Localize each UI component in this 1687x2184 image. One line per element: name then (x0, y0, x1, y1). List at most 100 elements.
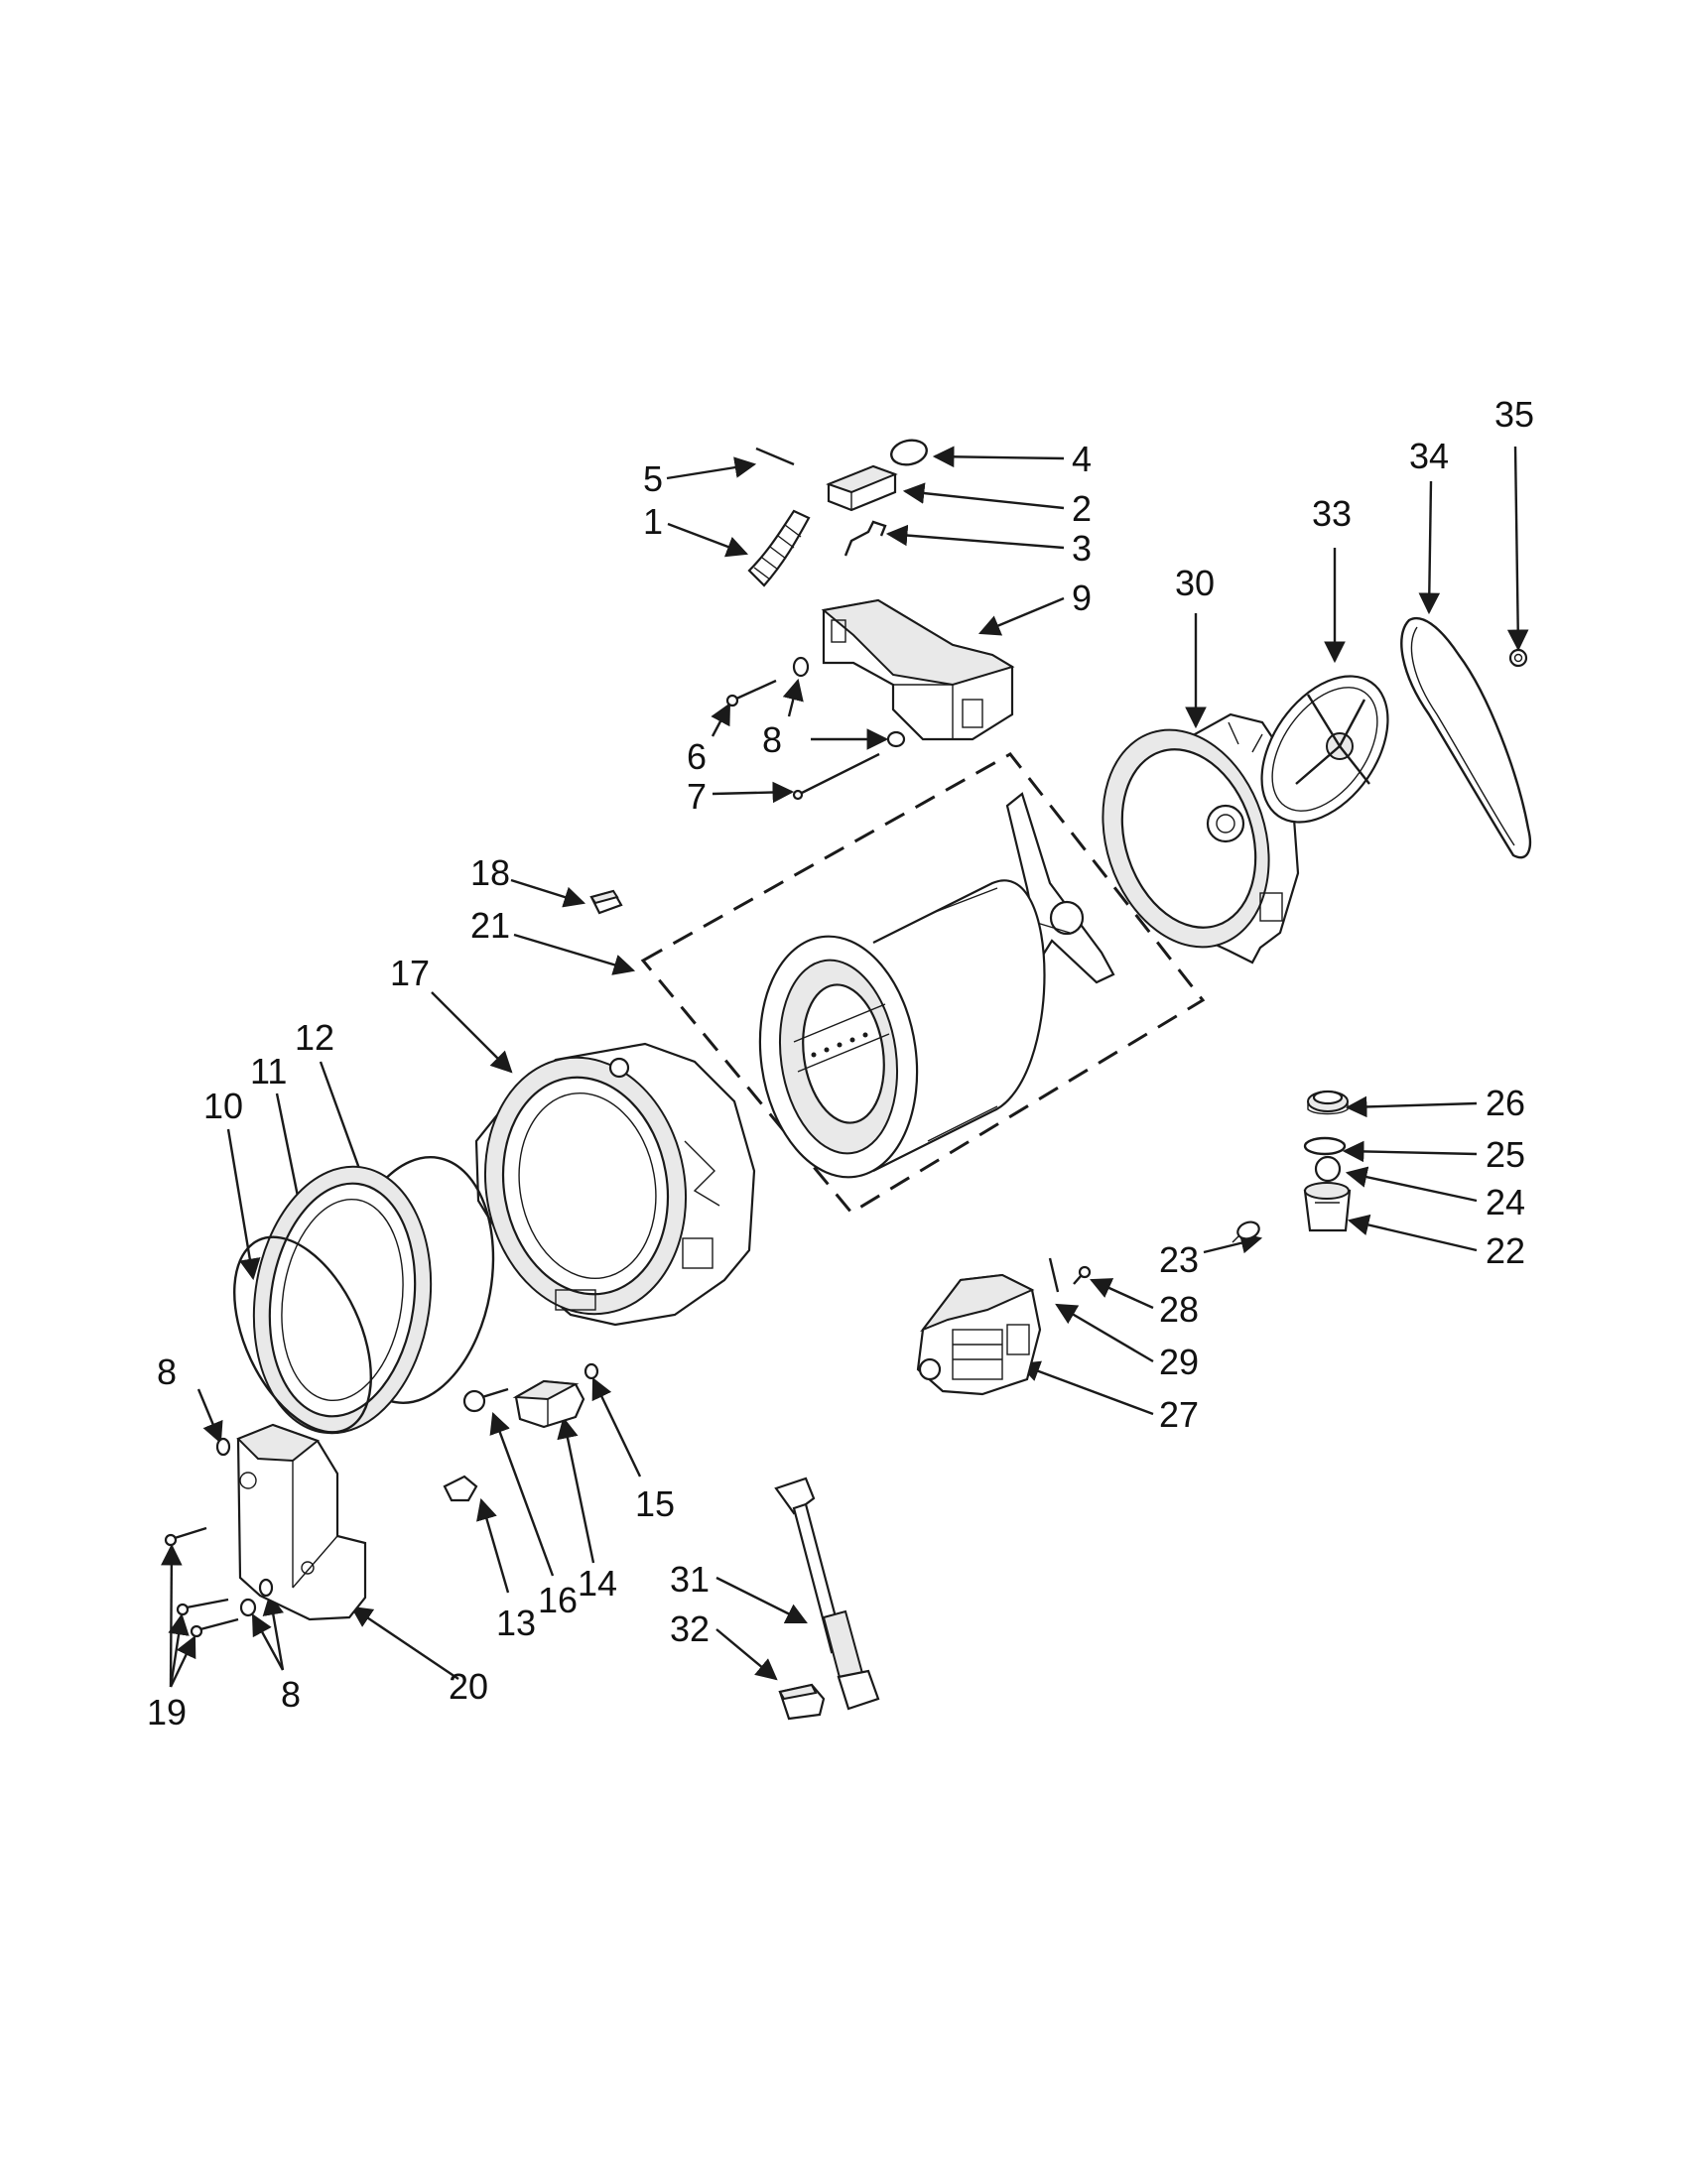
clamp-ring-part-10 (233, 1235, 372, 1434)
counterweight-part-20 (236, 1423, 367, 1621)
callout-labels: 5 4 2 3 1 9 6 8 7 30 33 34 35 18 21 17 1… (147, 394, 1534, 1733)
callout-33: 33 (1312, 493, 1352, 534)
ball-part-24 (1314, 1155, 1342, 1183)
callout-4: 4 (1072, 439, 1092, 479)
rear-tub-part-30 (1102, 712, 1300, 964)
leader-22 (1347, 1214, 1478, 1252)
clip-part-18 (589, 889, 623, 915)
bolt-part-16 (462, 1387, 509, 1413)
bolts-part-19 (164, 1526, 239, 1638)
leader-8-bottom-b (262, 1593, 285, 1671)
callout-12: 12 (295, 1017, 334, 1058)
leader-16 (489, 1411, 555, 1577)
pin-part-29 (1048, 1257, 1060, 1293)
wire-clip-part-3 (844, 520, 887, 557)
callout-34: 34 (1409, 436, 1449, 476)
drive-belt-inner-edge (1410, 626, 1515, 846)
callout-21: 21 (470, 905, 510, 946)
nut-part-35 (1508, 648, 1528, 668)
washer-part-8-top-b (886, 730, 906, 748)
callout-29: 29 (1159, 1342, 1199, 1382)
leader-lines (161, 446, 1529, 1688)
leader-9 (978, 596, 1065, 636)
leader-23 (1203, 1232, 1263, 1254)
callout-16: 16 (538, 1580, 578, 1620)
leader-5 (666, 456, 757, 480)
front-tub-part-17 (474, 1042, 756, 1327)
leader-1 (667, 522, 749, 558)
leader-34 (1418, 480, 1441, 615)
callout-2: 2 (1072, 488, 1092, 529)
leader-19-c (169, 1635, 196, 1688)
leader-29 (1055, 1303, 1154, 1363)
screw-part-28 (1073, 1265, 1092, 1285)
leader-14 (557, 1416, 595, 1564)
leader-24 (1345, 1166, 1478, 1203)
clip-part-32 (778, 1683, 826, 1721)
leader-26 (1345, 1095, 1478, 1118)
callout-22: 22 (1486, 1230, 1525, 1271)
pulley-part-33 (1260, 675, 1389, 824)
wash-basket-drum (758, 879, 1046, 1179)
callout-32: 32 (670, 1608, 710, 1649)
leader-17 (431, 991, 513, 1074)
leader-35 (1506, 446, 1529, 652)
clamp-part-23 (1232, 1220, 1260, 1243)
washer-part-15 (584, 1362, 599, 1380)
shock-absorber-part-31 (774, 1477, 880, 1711)
callout-10: 10 (203, 1086, 243, 1126)
callout-19: 19 (147, 1692, 187, 1733)
callout-8-top: 8 (762, 719, 782, 760)
leader-8-top-a (782, 678, 804, 717)
leader-27 (1017, 1360, 1154, 1416)
callout-15: 15 (635, 1483, 675, 1524)
clip-part-13 (443, 1475, 478, 1502)
callout-1: 1 (643, 501, 663, 542)
callout-28: 28 (1159, 1289, 1199, 1330)
callout-3: 3 (1072, 528, 1092, 569)
callout-13: 13 (496, 1603, 536, 1643)
callout-17: 17 (390, 953, 430, 993)
callout-8-left: 8 (157, 1351, 177, 1392)
callout-6: 6 (687, 736, 707, 777)
leader-31 (715, 1576, 808, 1624)
o-ring-part-4 (890, 439, 928, 466)
bracket-part-9 (821, 598, 1015, 741)
callout-35: 35 (1494, 394, 1534, 435)
seal-part-26 (1307, 1090, 1349, 1115)
pump-housing-part-22 (1303, 1182, 1352, 1232)
drive-belt-part-34 (1400, 616, 1532, 859)
callout-14: 14 (578, 1563, 617, 1604)
callout-9: 9 (1072, 578, 1092, 618)
callout-27: 27 (1159, 1394, 1199, 1435)
motor-part-27 (916, 1273, 1042, 1396)
screw-part-6 (725, 679, 777, 707)
leader-3 (885, 524, 1065, 550)
callout-11: 11 (250, 1051, 287, 1092)
callout-25: 25 (1486, 1134, 1525, 1175)
callout-24: 24 (1486, 1182, 1525, 1222)
washer-part-8-left (215, 1437, 231, 1457)
leader-19-b (168, 1612, 190, 1688)
leader-10 (226, 1128, 261, 1281)
callout-23: 23 (1159, 1239, 1199, 1280)
leader-19-a (161, 1543, 183, 1688)
washer-part-8-top-a (792, 656, 810, 678)
leader-8-bottom-a (251, 1613, 285, 1671)
leader-20 (350, 1606, 459, 1680)
leader-8-left (196, 1388, 223, 1444)
callout-18: 18 (470, 852, 510, 893)
leader-7 (712, 781, 795, 804)
bracket-part-14 (512, 1379, 585, 1429)
clamp-part-25 (1303, 1136, 1347, 1156)
leader-2 (902, 482, 1065, 510)
leader-25 (1342, 1140, 1478, 1163)
leader-4 (932, 446, 1065, 468)
callout-31: 31 (670, 1559, 710, 1600)
leader-6 (711, 703, 731, 737)
callout-20: 20 (449, 1666, 488, 1707)
callout-30: 30 (1175, 563, 1215, 603)
leader-18 (510, 878, 586, 908)
